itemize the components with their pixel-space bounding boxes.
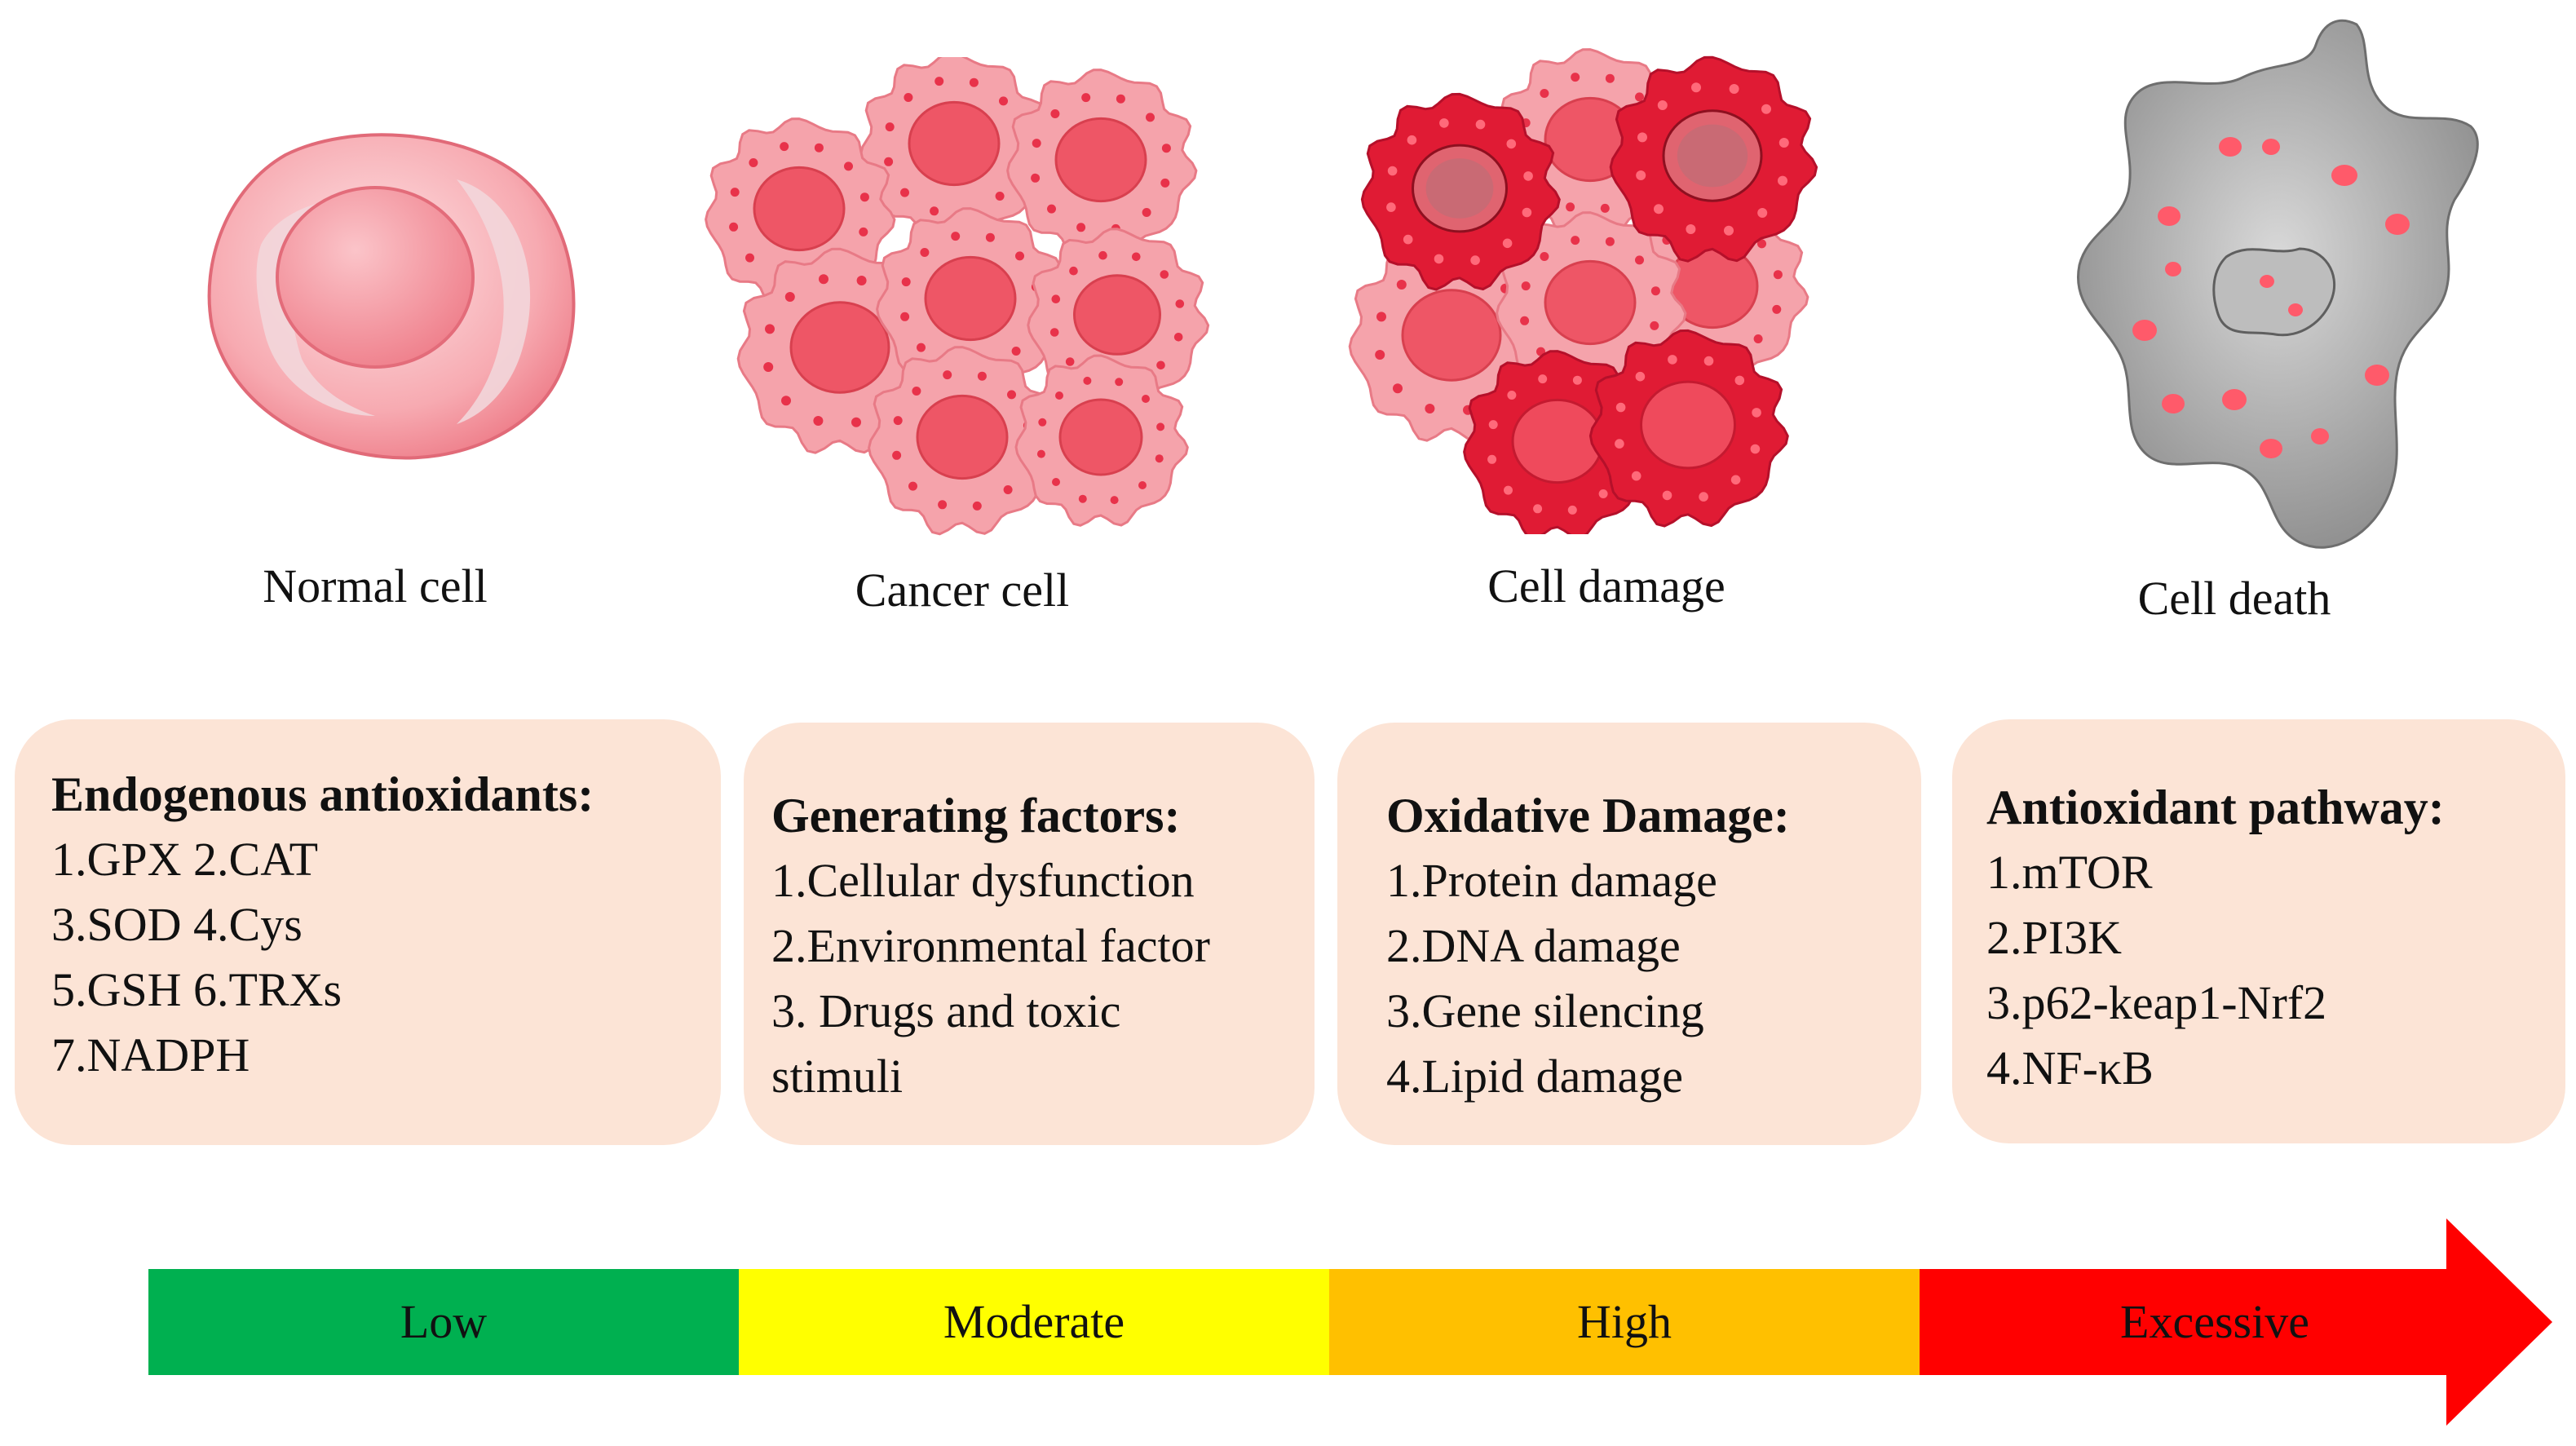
box-title: Oxidative Damage: [1386, 789, 1790, 842]
box-line: 4.NF-κB [1986, 1041, 2154, 1094]
normal-cell-illustration [207, 133, 576, 460]
box-line: 3.Gene silencing [1386, 984, 1704, 1037]
cell-shape [1006, 69, 1198, 259]
cell-shape [859, 57, 1051, 242]
box-line: 1.Cellular dysfunction [771, 854, 1195, 907]
cell-shape [1588, 329, 1789, 528]
cell-damage-label: Cell damage [1487, 559, 1725, 612]
cell-death-illustration [2077, 19, 2479, 549]
antioxidant-pathway-box: Antioxidant pathway: 1.mTOR 2.PI3K 3.p62… [1952, 719, 2565, 1143]
cancer-cell-illustration [705, 57, 1210, 536]
box-line: 3. Drugs and toxic [771, 984, 1121, 1037]
cell-shape [1014, 354, 1189, 527]
scale-label-moderate: Moderate [943, 1295, 1125, 1348]
box-line: 2.DNA damage [1386, 919, 1681, 972]
scale-segment-low [148, 1269, 739, 1375]
box-line: 1.mTOR [1986, 846, 2153, 899]
scale-segment-excessive [1920, 1218, 2552, 1426]
box-line: 3.p62-keap1-Nrf2 [1986, 976, 2327, 1029]
cell-shape [705, 117, 896, 307]
box-title: Generating factors: [771, 789, 1181, 842]
box-line: 1.GPX 2.CAT [51, 833, 319, 886]
scale-segment-moderate [739, 1269, 1329, 1375]
scale-label-high: High [1577, 1295, 1672, 1348]
scale-label-low: Low [400, 1295, 488, 1348]
box-title: Endogenous antioxidants: [51, 767, 594, 821]
oxidative-damage-box: Oxidative Damage: 1.Protein damage 2.DNA… [1337, 723, 1921, 1145]
generating-factors-box: Generating factors: 1.Cellular dysfuncti… [744, 723, 1315, 1145]
box-title: Antioxidant pathway: [1986, 780, 2445, 834]
cell-shape [868, 346, 1059, 536]
box-line: 3.SOD 4.Cys [51, 898, 303, 951]
cell-shape [1027, 228, 1210, 409]
box-line: 7.NADPH [51, 1028, 250, 1081]
box-line: stimuli [771, 1050, 904, 1103]
box-line: 4.Lipid damage [1386, 1050, 1684, 1103]
normal-cell-label: Normal cell [263, 559, 488, 612]
cancer-cell-label: Cancer cell [855, 564, 1070, 617]
box-line: 1.Protein damage [1386, 854, 1717, 907]
box-line: 2.Environmental factor [771, 919, 1210, 972]
box-line: 2.PI3K [1986, 911, 2122, 964]
cell-damage-illustration [1348, 48, 1818, 534]
box-line: 5.GSH 6.TRXs [51, 963, 342, 1016]
endogenous-antioxidants-box: Endogenous antioxidants: 1.GPX 2.CAT 3.S… [15, 719, 721, 1145]
cell-death-label: Cell death [2137, 572, 2331, 625]
scale-segment-high [1329, 1269, 1920, 1375]
scale-label-excessive: Excessive [2120, 1295, 2309, 1348]
cell-shape [1360, 92, 1561, 291]
cell-shape [1609, 55, 1818, 263]
